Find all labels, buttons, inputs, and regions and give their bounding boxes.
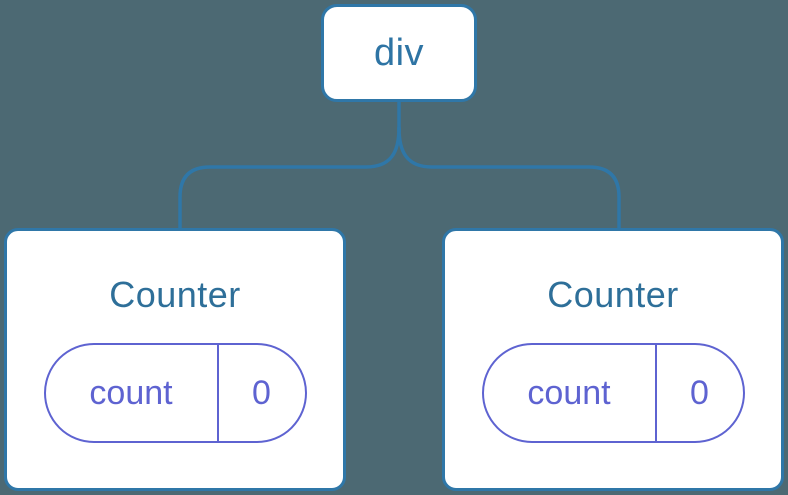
counter-title: Counter	[109, 274, 241, 315]
connector-branch-left	[178, 126, 401, 231]
state-pill: count 0	[43, 343, 307, 443]
counter-title: Counter	[547, 274, 679, 315]
root-node-label: div	[373, 32, 425, 74]
counter-card-right: Counter count 0	[442, 228, 784, 491]
connector-branch-right	[397, 126, 621, 231]
counter-card-left: Counter count 0	[4, 228, 346, 491]
state-pill: count 0	[481, 343, 745, 443]
state-key: count	[527, 373, 611, 412]
root-node-div: div	[321, 4, 477, 102]
state-key: count	[89, 373, 173, 412]
state-value: 0	[216, 345, 305, 441]
state-value: 0	[654, 345, 743, 441]
